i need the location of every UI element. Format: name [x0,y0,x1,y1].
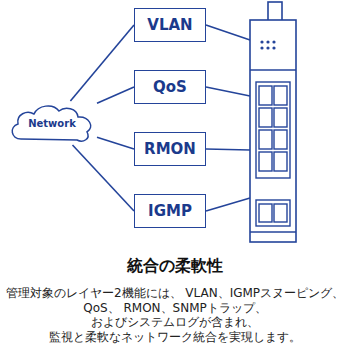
switch-panel-line [250,69,296,71]
link-line [206,198,250,211]
connector [70,25,134,101]
connector-line [70,25,134,101]
cloud-label: Network [28,118,76,129]
ethernet-port [259,152,272,171]
network-cloud: Network [7,101,97,145]
led-dot [266,46,269,49]
switch-panel-line [250,231,296,233]
connector [73,145,135,211]
port-frame [256,82,290,178]
feature-box: QoS [134,70,206,104]
switch-antenna [268,2,282,22]
sfp-port [274,204,287,222]
feature-box: IGMP [134,194,206,228]
box-label: VLAN [147,16,192,34]
led-dot [260,46,263,49]
connector-line [97,137,134,149]
ethernet-port [274,152,287,171]
ethernet-port [259,86,272,105]
led-dot [272,46,275,49]
heading: 統合の柔軟性 [0,256,350,277]
connector [97,87,134,103]
ethernet-port [259,108,272,127]
feature-box: RMON [134,132,206,166]
link-line [206,87,250,96]
led-dot [272,40,275,43]
caption: 管理対象のレイヤー2機能には、 VLAN、IGMPスヌーピング、QoS、 RMO… [4,286,346,344]
switch-body [250,20,296,242]
ethernet-port [274,108,287,127]
feature-box: VLAN [134,8,206,42]
port-frame [256,200,290,226]
ethernet-port [259,130,272,149]
box-label: RMON [144,140,196,158]
sfp-port [259,204,272,222]
ethernet-port [274,130,287,149]
box-label: QoS [153,78,187,96]
ethernet-port [274,86,287,105]
led-dot [260,40,263,43]
led-dot [266,40,269,43]
link-line [206,25,250,40]
box-label: IGMP [148,202,192,220]
link-line [206,149,250,150]
connector [97,137,134,149]
connector-line [73,145,135,211]
connector-line [97,87,134,103]
cloud-shape [12,106,90,141]
